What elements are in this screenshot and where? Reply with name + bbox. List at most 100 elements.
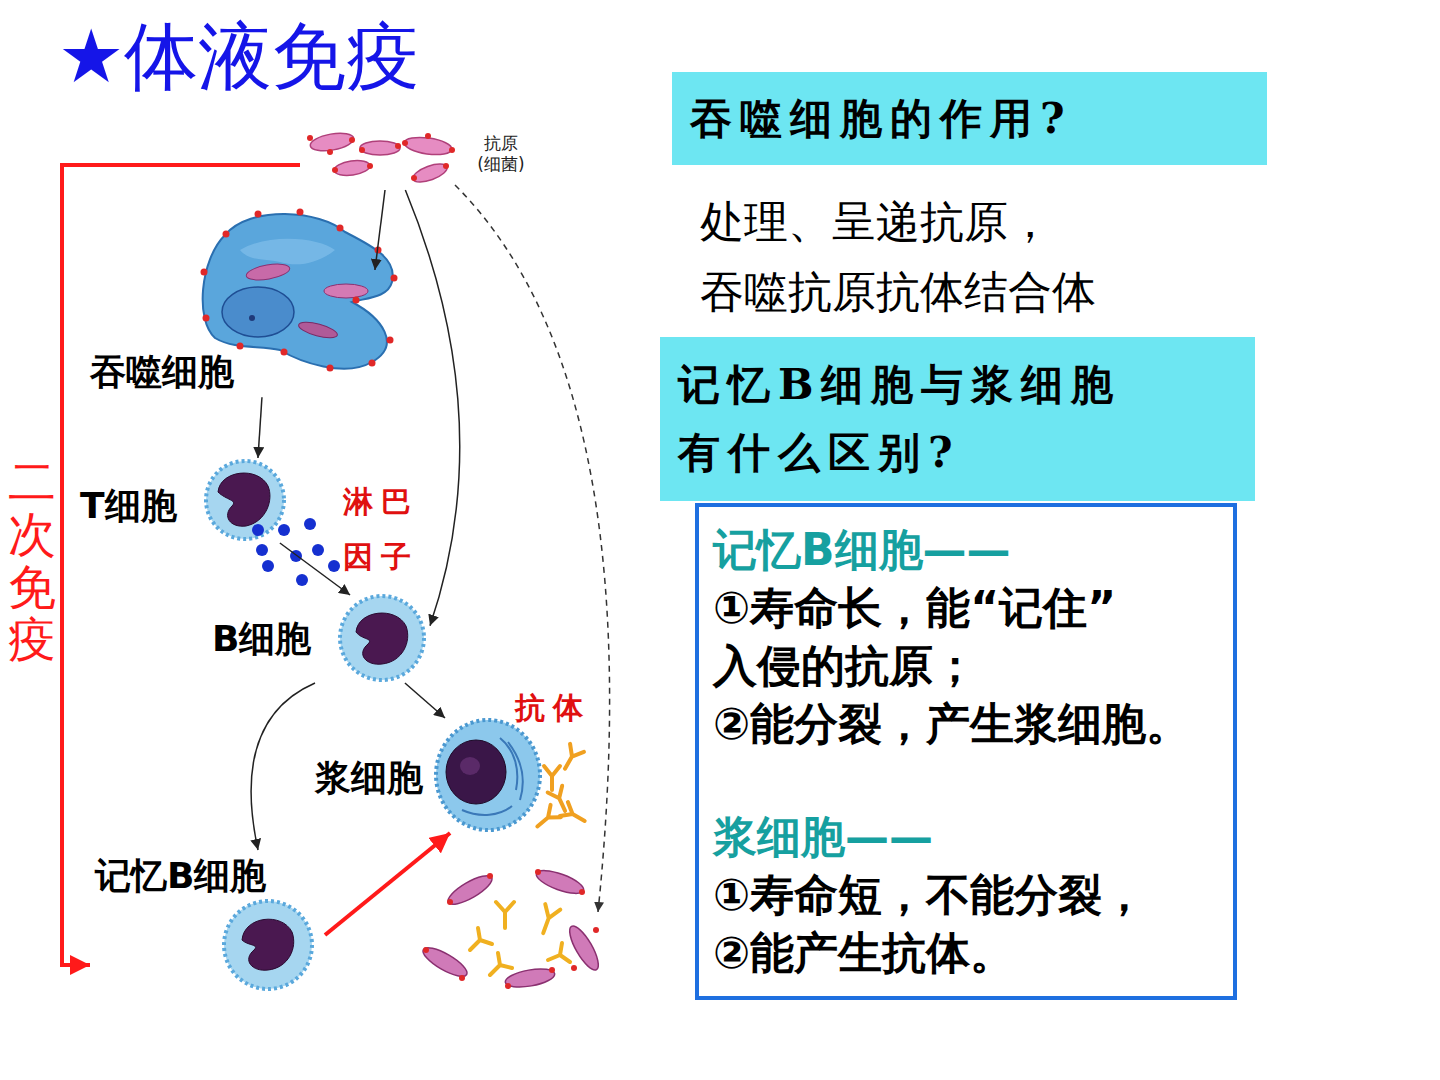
- antigen-dots-part: [359, 147, 365, 153]
- antibodies-part: [558, 744, 584, 773]
- lymphokine-dots-part: [312, 544, 324, 556]
- antigen-antibody-complex-part-part: [490, 953, 512, 975]
- phagocyte-part-part: [203, 315, 210, 322]
- antigen-antibody-complex-part-part: [593, 927, 599, 933]
- antigen-antibody-complex-part-part: [423, 947, 429, 953]
- lymphokine-dots-part: [256, 544, 268, 556]
- antigen-antibody-complex-part-part: [565, 922, 604, 973]
- antigen-dots-part: [425, 133, 431, 139]
- phagocyte-part: [222, 287, 294, 337]
- antigen-node: 抗原 (细菌): [300, 125, 545, 190]
- phagocyte-part-part: [223, 231, 230, 238]
- antigen-antibody-complex-part-part: [549, 967, 555, 973]
- phagocyte-part-part: [391, 275, 398, 282]
- lymphokine-dots: [252, 518, 340, 586]
- antigen-bacteria-part: [360, 141, 400, 155]
- plasma-cell-part: [460, 757, 480, 775]
- plasma-cell-node: 浆细胞: [310, 718, 540, 833]
- antigen-antibody-complex-part-part: [536, 904, 561, 936]
- antigen-bacteria-part: [333, 159, 371, 178]
- antigen-dots-part: [443, 163, 449, 169]
- phagocyte-part-part: [297, 209, 304, 216]
- phagocyte-part: [249, 315, 255, 321]
- antigen-dots-part: [411, 175, 417, 181]
- antigen-antibody-complex-part-part: [548, 943, 570, 962]
- phagocyte-part-part: [369, 360, 376, 367]
- phagocyte-part-part: [337, 225, 344, 232]
- phagocyte-part-part: [353, 297, 360, 304]
- flow-arrow: [405, 683, 445, 718]
- antigen-antibody-complex-part-part: [447, 899, 453, 905]
- b-cell-node: B细胞: [208, 595, 430, 683]
- plasma-cell-part: [446, 740, 506, 804]
- phagocyte-part: [203, 214, 393, 369]
- antigen-dots-part: [332, 167, 338, 173]
- red-arrow: [62, 165, 300, 965]
- lymphokine-dots-part: [296, 574, 308, 586]
- antigen-antibody-complex-part: [470, 902, 570, 975]
- lymphokine-dots-part: [262, 560, 274, 572]
- phagocyte-part-part: [387, 337, 394, 344]
- flow-arrow: [375, 190, 385, 270]
- antigen-antibody-complex-part-part: [444, 871, 495, 910]
- phagocyte: [201, 209, 398, 372]
- antigen-antibody-complex-part-part: [487, 873, 493, 879]
- node-label: 浆细胞: [315, 756, 423, 799]
- memory-b-cell-part: [224, 901, 312, 989]
- antigen-antibody-complex: [419, 866, 603, 990]
- flow-arrow: [258, 397, 262, 458]
- lymphokine-label: 淋巴 因子: [343, 474, 435, 584]
- antigen-antibody-complex-part: [419, 866, 603, 990]
- antibodies: [532, 744, 588, 833]
- dashed-arrow: [455, 185, 610, 912]
- antigen-antibody-complex-part-part: [579, 889, 585, 895]
- antigen-antibody-complex-part-part: [496, 902, 514, 928]
- antibodies-part: [544, 766, 560, 790]
- antigen-dots-part: [327, 149, 333, 155]
- node-label: B细胞: [212, 617, 311, 660]
- node-label: 记忆B细胞——: [713, 521, 1219, 579]
- phagocyte-part-part: [255, 211, 262, 218]
- node-label: 记忆B细胞: [95, 854, 266, 897]
- antigen-antibody-complex-part-part: [419, 943, 470, 982]
- lymphokine-dots-part: [278, 524, 290, 536]
- antigen-dots-part: [395, 143, 401, 149]
- answer-text: 处理、呈递抗原，: [700, 193, 1052, 250]
- antigen-dots-part: [349, 137, 355, 143]
- antigen-antibody-complex-part-part: [535, 869, 541, 875]
- antibody-label: 抗体: [515, 688, 591, 727]
- antigen-antibody-complex-part-part: [571, 965, 577, 971]
- phagocyte-part-part: [237, 343, 244, 350]
- node-text: ②能产生抗体。: [713, 924, 1219, 982]
- phagocyte-part: [245, 261, 291, 282]
- phagocyte-part: [201, 209, 398, 372]
- t-cell-part: [206, 461, 284, 539]
- node-text: ①寿命长，能“记住” 入侵的抗原；: [713, 579, 1219, 695]
- node-text: 浆细胞——: [713, 808, 1219, 866]
- phagocyte-part: [324, 284, 368, 298]
- t-cell: [206, 461, 284, 539]
- antigen-dots-part: [449, 147, 455, 153]
- flow-arrow: [280, 543, 350, 595]
- antigen-dots-part: [307, 135, 313, 141]
- node-text: ①寿命短，不能分裂，: [713, 866, 1219, 924]
- t-cell-node: T细胞: [75, 458, 290, 543]
- memory-b-cell-part: [242, 919, 294, 970]
- node-text: ②能分裂，产生浆细胞。: [713, 695, 1219, 753]
- node-label: T细胞: [80, 484, 177, 527]
- node-label: 吞噬细胞: [90, 350, 234, 393]
- phagocyte-part: [297, 319, 339, 341]
- vertical-label: 二次免疫: [8, 455, 56, 666]
- red-arrow: [325, 833, 450, 935]
- answer-text: 吞噬抗原抗体结合体: [700, 263, 1096, 320]
- antigen-antibody-complex-part-part: [534, 866, 586, 898]
- antigen-dots-part: [367, 163, 373, 169]
- page-title: ★体液免疫: [58, 12, 420, 101]
- b-cell: [340, 596, 424, 680]
- antigen-antibody-complex-part-part: [459, 975, 465, 981]
- antigen-antibody-complex-part-part: [505, 983, 511, 989]
- node-label: 吞噬细胞的作用?: [690, 87, 1073, 150]
- antigen-antibody-complex-part-part: [470, 928, 492, 950]
